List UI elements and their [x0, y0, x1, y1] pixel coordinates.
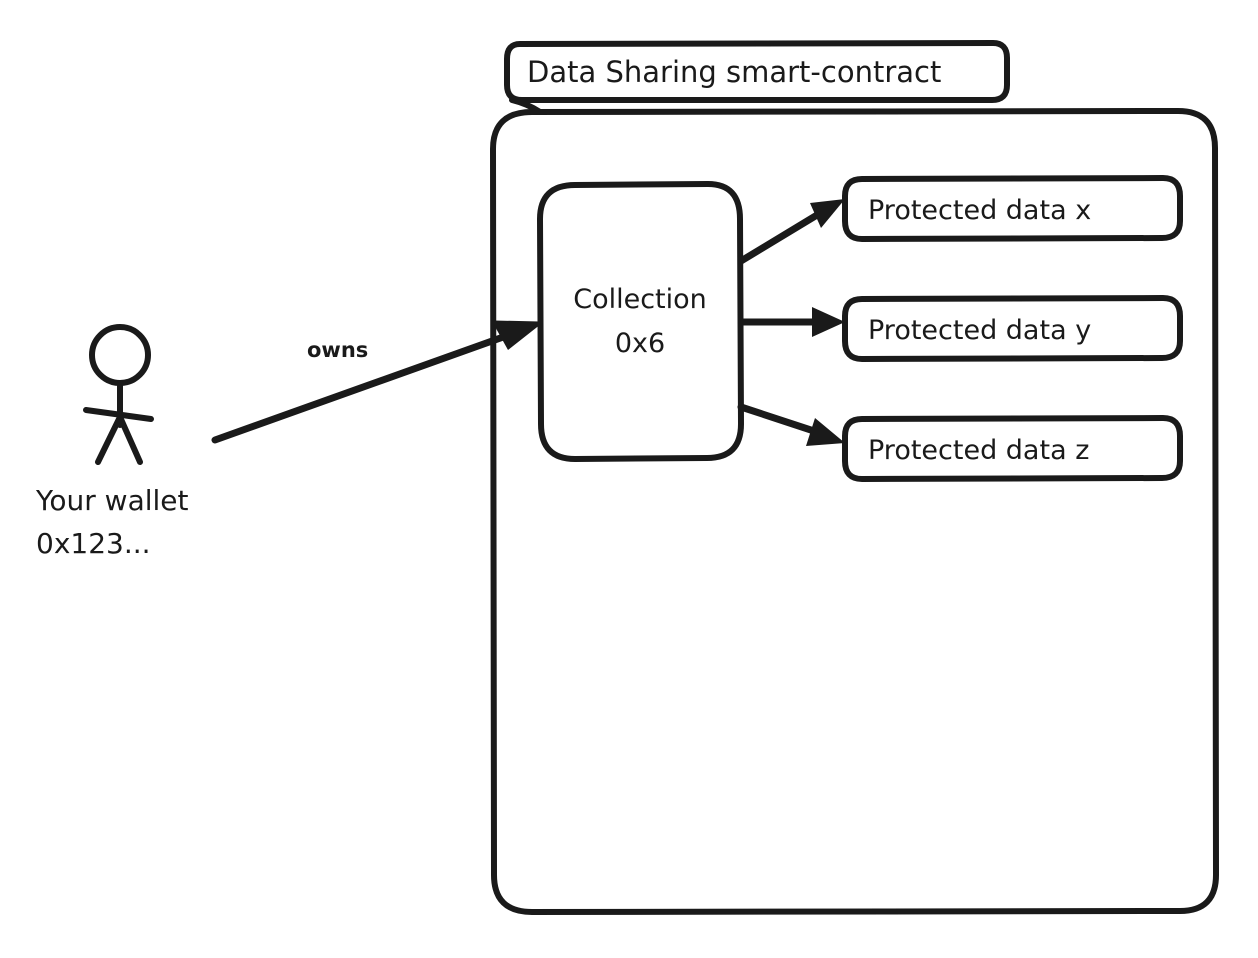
protected-data-z-node[interactable] — [842, 415, 1183, 482]
protected-data-z-label: Protected data z — [868, 435, 1089, 466]
edge-collection-to-protected-data-y — [737, 307, 845, 337]
protected-data-y-label: Protected data y — [868, 315, 1091, 346]
collection-node[interactable] — [537, 181, 744, 462]
edge-wallet-owns-collection — [211, 320, 543, 444]
title-label: Data Sharing smart-contract — [527, 55, 941, 89]
protected-data-x-node[interactable] — [842, 175, 1183, 242]
actor-label-line2: 0x123... — [36, 527, 151, 560]
title-callout-box — [504, 40, 1010, 115]
edge-owns-label: owns — [307, 338, 368, 362]
collection-node-label-line2: 0x6 — [615, 328, 665, 359]
protected-data-y-node[interactable] — [842, 295, 1183, 362]
actor-label-line1: Your wallet — [35, 484, 189, 517]
edge-collection-to-protected-data-x — [737, 199, 845, 265]
collection-node-label-line1: Collection — [573, 284, 707, 315]
edge-collection-to-protected-data-z — [737, 403, 845, 446]
protected-data-x-label: Protected data x — [868, 195, 1091, 226]
actor-stick-figure — [83, 324, 154, 465]
